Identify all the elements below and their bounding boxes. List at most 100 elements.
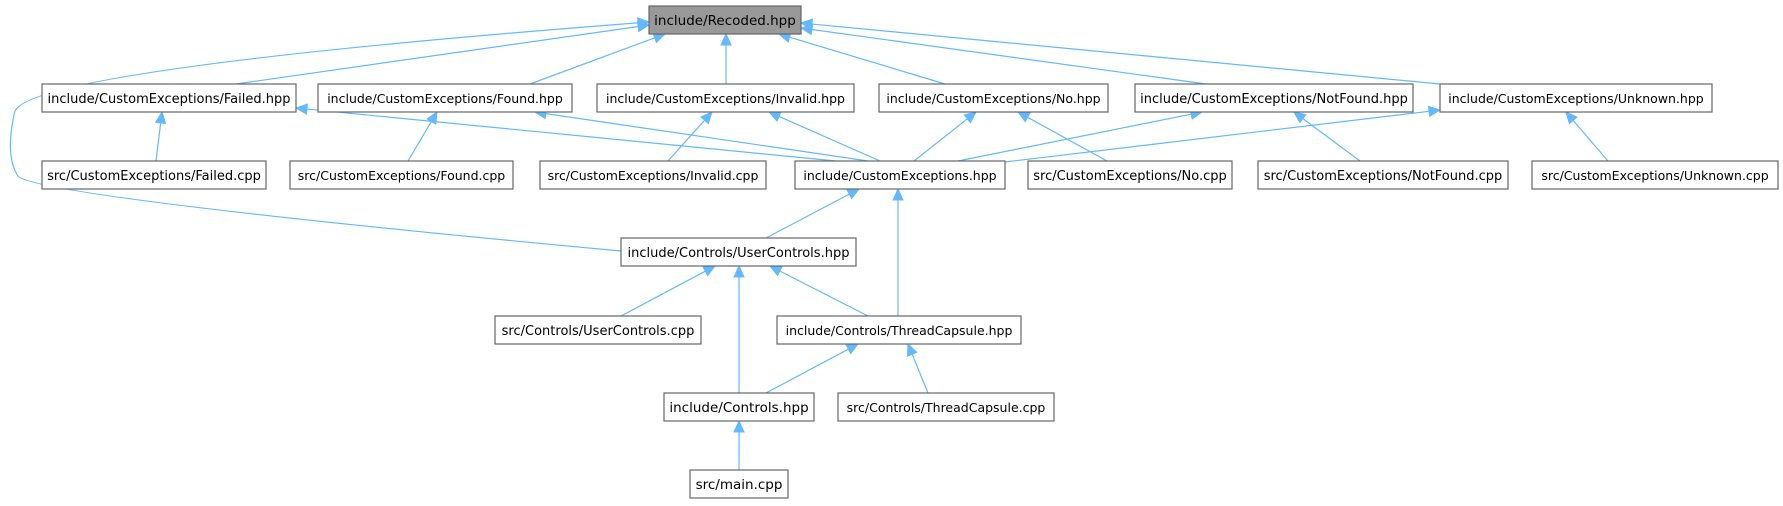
edge-arrowhead bbox=[733, 419, 745, 433]
node-customexceptions-hpp[interactable]: include/CustomExceptions.hpp bbox=[794, 160, 1006, 190]
edge-arrowhead bbox=[1016, 111, 1031, 123]
node-notfound-hpp[interactable]: include/CustomExceptions/NotFound.hpp bbox=[1134, 83, 1414, 113]
node-label: include/CustomExceptions/Unknown.hpp bbox=[1448, 91, 1703, 106]
edge-line bbox=[778, 115, 881, 162]
node-usercontrols-hpp[interactable]: include/Controls/UserControls.hpp bbox=[620, 237, 857, 267]
node-label: include/CustomExceptions/No.hpp bbox=[886, 91, 1100, 106]
node-box[interactable] bbox=[620, 237, 857, 267]
node-box[interactable] bbox=[794, 160, 1006, 190]
edge-line bbox=[9, 22, 639, 252]
node-box[interactable] bbox=[289, 160, 514, 190]
node-box[interactable] bbox=[596, 83, 855, 113]
edge-invalid_cpp-to-invalid_hpp bbox=[667, 111, 713, 162]
edge-line bbox=[529, 37, 655, 85]
edge-line bbox=[811, 28, 1207, 85]
node-label: src/CustomExceptions/Unknown.cpp bbox=[1541, 168, 1768, 183]
node-unknown-cpp[interactable]: src/CustomExceptions/Unknown.cpp bbox=[1531, 160, 1779, 190]
edge-arrowhead bbox=[426, 110, 438, 125]
node-invalid-hpp[interactable]: include/CustomExceptions/Invalid.hpp bbox=[596, 83, 855, 113]
node-label: src/Controls/UserControls.cpp bbox=[502, 324, 695, 339]
node-box[interactable] bbox=[494, 315, 702, 345]
edge-threadcapsule_cpp-to-threadcapsule_hpp bbox=[906, 342, 929, 394]
edge-arrowhead bbox=[294, 103, 309, 115]
node-notfound-cpp[interactable]: src/CustomExceptions/NotFound.cpp bbox=[1257, 160, 1509, 190]
edge-line bbox=[811, 23, 1441, 85]
edge-line bbox=[235, 25, 639, 85]
edge-threadcapsule_hpp-to-usercontrols_hpp bbox=[768, 265, 869, 317]
node-threadcapsule-cpp[interactable]: src/Controls/ThreadCapsule.cpp bbox=[837, 392, 1055, 422]
node-box[interactable] bbox=[539, 160, 767, 190]
node-main-cpp[interactable]: src/main.cpp bbox=[689, 469, 789, 499]
edge-layer bbox=[9, 17, 1609, 470]
node-box[interactable] bbox=[776, 315, 1022, 345]
node-label: src/CustomExceptions/Failed.cpp bbox=[47, 169, 261, 184]
edge-controls_hpp-to-usercontrols_hpp bbox=[733, 264, 745, 393]
node-label: src/Controls/ThreadCapsule.cpp bbox=[847, 400, 1046, 415]
edge-arrowhead bbox=[963, 111, 977, 124]
edge-line bbox=[789, 36, 946, 85]
node-no-hpp[interactable]: include/CustomExceptions/No.hpp bbox=[878, 83, 1109, 113]
edge-customexceptions_hpp-to-invalid_hpp bbox=[767, 111, 881, 162]
edge-notfound_hpp-to-recoded_hpp bbox=[799, 23, 1207, 85]
edge-line bbox=[1572, 119, 1609, 162]
node-box[interactable] bbox=[41, 160, 267, 190]
node-box[interactable] bbox=[1439, 83, 1713, 113]
node-box[interactable] bbox=[1257, 160, 1509, 190]
node-found-cpp[interactable]: src/CustomExceptions/Found.cpp bbox=[289, 160, 514, 190]
node-box[interactable] bbox=[317, 83, 573, 113]
edge-arrowhead bbox=[637, 17, 651, 29]
edge-failed_hpp-to-recoded_hpp bbox=[235, 20, 651, 85]
edge-line bbox=[667, 119, 706, 162]
node-box[interactable] bbox=[41, 83, 297, 113]
node-threadcapsule-hpp[interactable]: include/Controls/ThreadCapsule.hpp bbox=[776, 315, 1022, 345]
node-label: include/Recoded.hpp bbox=[654, 13, 796, 29]
node-box[interactable] bbox=[837, 392, 1055, 422]
node-box[interactable] bbox=[1027, 160, 1233, 190]
node-found-hpp[interactable]: include/CustomExceptions/Found.hpp bbox=[317, 83, 573, 113]
node-label: include/Controls/UserControls.hpp bbox=[628, 246, 850, 261]
edge-line bbox=[155, 122, 162, 162]
edge-threadcapsule_hpp-to-customexceptions_hpp bbox=[892, 187, 904, 316]
edge-failed_cpp-to-failed_hpp bbox=[154, 110, 167, 162]
edge-found_hpp-to-recoded_hpp bbox=[529, 32, 667, 85]
edge-line bbox=[545, 113, 869, 162]
edge-unknown_cpp-to-unknown_hpp bbox=[1565, 111, 1609, 162]
edge-arrowhead bbox=[733, 264, 745, 278]
node-usercontrols-cpp[interactable]: src/Controls/UserControls.cpp bbox=[494, 315, 702, 345]
edge-arrowhead bbox=[767, 111, 782, 122]
edge-line bbox=[1004, 110, 1430, 163]
node-label: include/CustomExceptions.hpp bbox=[803, 168, 996, 183]
node-box[interactable] bbox=[1134, 83, 1414, 113]
node-box[interactable] bbox=[689, 469, 789, 499]
node-label: include/CustomExceptions/NotFound.hpp bbox=[1140, 92, 1408, 107]
edge-arrowhead bbox=[846, 188, 861, 200]
edge-found_cpp-to-found_hpp bbox=[407, 110, 438, 162]
node-failed-hpp[interactable]: include/CustomExceptions/Failed.hpp bbox=[41, 83, 297, 113]
edge-arrowhead bbox=[154, 110, 167, 125]
edge-no_hpp-to-recoded_hpp bbox=[777, 31, 946, 85]
edge-arrowhead bbox=[702, 265, 717, 277]
node-box[interactable] bbox=[878, 83, 1109, 113]
edge-usercontrols_hpp-to-customexceptions_hpp bbox=[765, 188, 861, 239]
edge-line bbox=[911, 353, 929, 394]
node-invalid-cpp[interactable]: src/CustomExceptions/Invalid.cpp bbox=[539, 160, 767, 190]
node-label: src/CustomExceptions/NotFound.cpp bbox=[1264, 169, 1503, 184]
node-box[interactable] bbox=[663, 392, 815, 422]
node-unknown-hpp[interactable]: include/CustomExceptions/Unknown.hpp bbox=[1439, 83, 1713, 113]
node-controls-hpp[interactable]: include/Controls.hpp bbox=[663, 392, 815, 422]
edge-customexceptions_hpp-to-unknown_hpp bbox=[1004, 105, 1442, 163]
node-no-cpp[interactable]: src/CustomExceptions/No.cpp bbox=[1027, 160, 1233, 190]
edge-line bbox=[765, 193, 850, 239]
edge-usercontrols_hpp-to-recoded_hpp bbox=[9, 17, 651, 252]
edge-no_cpp-to-no_hpp bbox=[1016, 111, 1108, 162]
edge-line bbox=[957, 113, 1192, 162]
edge-arrowhead bbox=[1565, 111, 1578, 125]
node-failed-cpp[interactable]: src/CustomExceptions/Failed.cpp bbox=[41, 160, 267, 190]
node-recoded-hpp[interactable]: include/Recoded.hpp bbox=[648, 5, 802, 35]
edge-line bbox=[765, 348, 849, 394]
edge-line bbox=[306, 108, 837, 162]
node-box[interactable] bbox=[648, 5, 802, 35]
node-label: include/Controls.hpp bbox=[669, 400, 808, 416]
edge-usercontrols_cpp-to-usercontrols_hpp bbox=[620, 265, 717, 317]
node-box[interactable] bbox=[1531, 160, 1779, 190]
